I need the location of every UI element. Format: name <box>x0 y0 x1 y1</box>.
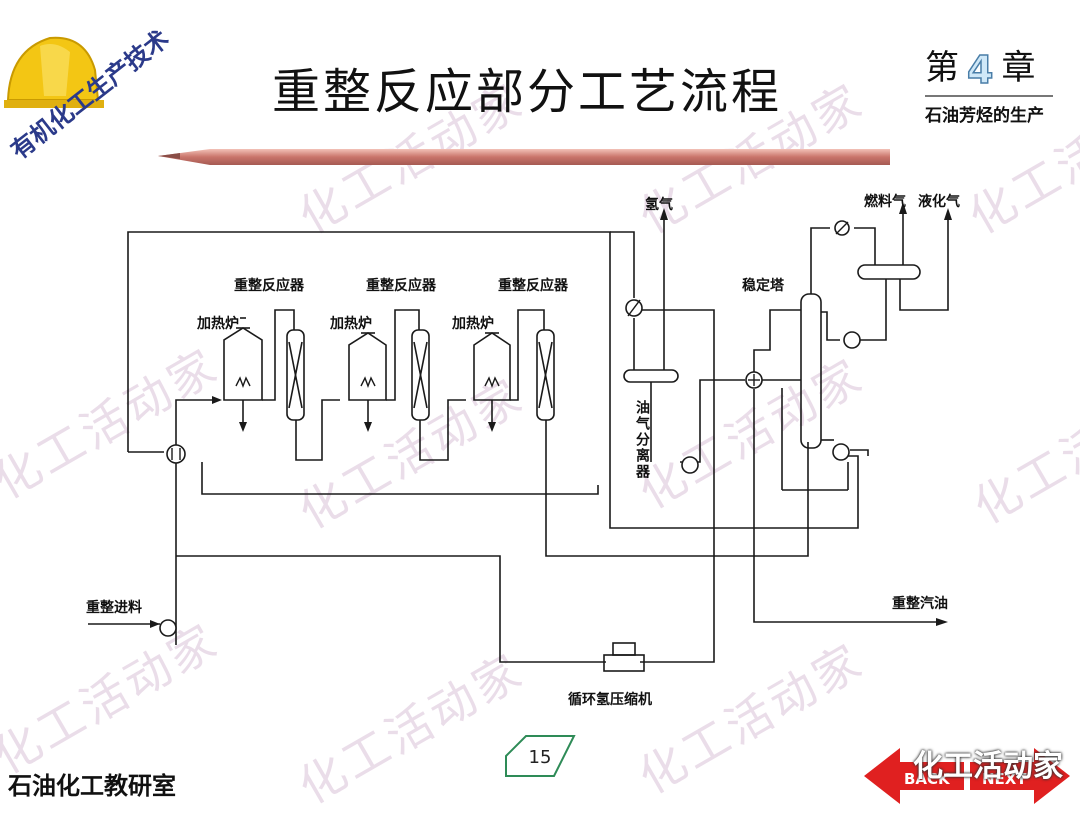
page-title: 重整反应部分工艺流程 <box>272 64 783 120</box>
label-stabilizer: 稳定塔 <box>742 277 785 294</box>
logo <box>4 36 104 108</box>
pump-icon <box>843 331 861 349</box>
footer-label: 石油化工教研室 <box>8 772 176 800</box>
label-reactor-3: 重整反应器 <box>498 277 569 294</box>
chapter-subtitle: 石油芳烃的生产 <box>925 106 1044 126</box>
label-fuel-gas: 燃料气 <box>864 193 906 210</box>
chapter-prefix: 第 <box>925 48 959 88</box>
reboiler-icon <box>832 443 850 461</box>
back-button[interactable]: BACK <box>864 748 964 804</box>
label-hydrogen: 氢气 <box>645 196 673 213</box>
label-reactor-1: 重整反应器 <box>234 277 305 294</box>
wechat-label: 化工活动家 <box>913 749 1063 784</box>
next-arrow-icon <box>970 748 1070 804</box>
label-lpg: 液化气 <box>918 193 960 210</box>
next-button[interactable]: NEXT <box>970 748 1070 804</box>
next-label: NEXT <box>982 770 1027 788</box>
label-compressor: 循环氢压缩机 <box>568 691 652 708</box>
chapter-suffix: 章 <box>1001 48 1036 88</box>
page-number: 15 <box>528 747 552 768</box>
exchanger-icon <box>166 444 186 464</box>
label-heater-2: 加热炉 <box>329 315 372 332</box>
feed-pump-icon <box>159 619 177 637</box>
label-feed: 重整进料 <box>86 599 142 616</box>
page-badge <box>505 735 576 777</box>
back-arrow-icon <box>864 748 964 804</box>
label-separator: 油气分离器 <box>634 399 651 480</box>
label-heater-3: 加热炉 <box>451 315 494 332</box>
chapter-number: 4 <box>966 48 994 92</box>
back-label: BACK <box>904 770 951 788</box>
chapter-badge: 第 4 章 石油芳烃的生产 <box>925 40 1065 126</box>
label-reactor-2: 重整反应器 <box>366 277 437 294</box>
label-heater-1: 加热炉 <box>196 315 239 332</box>
pencil-divider <box>158 149 890 165</box>
chapter-divider <box>925 95 1053 97</box>
label-product: 重整汽油 <box>892 595 948 612</box>
pump-icon <box>681 456 699 474</box>
nav-buttons: BACK NEXT <box>864 748 1070 804</box>
